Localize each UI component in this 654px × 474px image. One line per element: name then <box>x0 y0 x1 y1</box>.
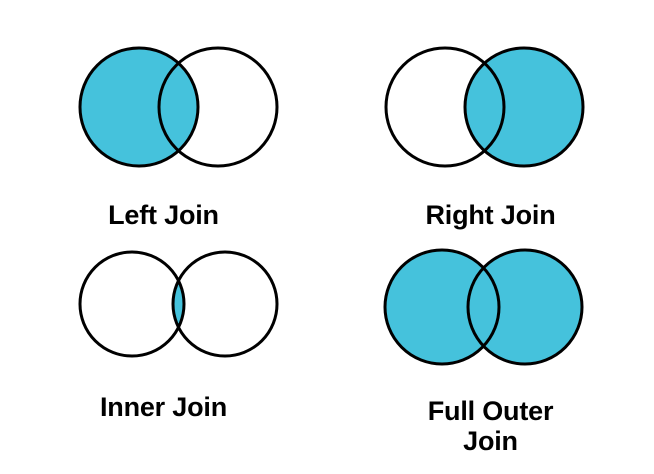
venn-diagram-right-join: Right Join <box>327 34 654 230</box>
left-join-venn-svg <box>78 46 279 168</box>
full-outer-join-venn-svg <box>383 248 584 366</box>
right-join-right-circle-outline <box>463 46 585 168</box>
right-join-venn-svg <box>384 46 585 168</box>
inner-join-right-circle-outline <box>171 250 279 358</box>
right-join-left-circle-outline <box>384 46 506 168</box>
full-outer-join-right-circle-outline <box>466 248 584 366</box>
left-join-label: Left Join <box>108 200 219 230</box>
full-outer-join-left-circle <box>385 250 499 364</box>
left-join-intersection <box>159 48 198 166</box>
left-join-right-circle-outline <box>157 46 279 168</box>
right-join-intersection <box>465 48 504 166</box>
full-outer-join-right-circle <box>468 250 582 364</box>
inner-join-venn-svg <box>78 250 279 358</box>
inner-join-left-circle-outline <box>78 250 186 358</box>
venn-diagram-left-join: Left Join <box>0 34 327 230</box>
left-join-left-circle-outline <box>78 46 200 168</box>
inner-join-right-circle <box>173 252 277 356</box>
full-outer-join-label: Full Outer Join <box>427 396 554 457</box>
full-outer-join-left-circle-outline <box>383 248 501 366</box>
right-join-label: Right Join <box>425 200 556 230</box>
venn-diagram-full-outer-join: Full Outer Join <box>327 238 654 456</box>
inner-join-left-circle <box>80 252 184 356</box>
inner-join-label: Inner Join <box>99 392 227 422</box>
venn-diagram-inner-join: Inner Join <box>0 240 327 422</box>
